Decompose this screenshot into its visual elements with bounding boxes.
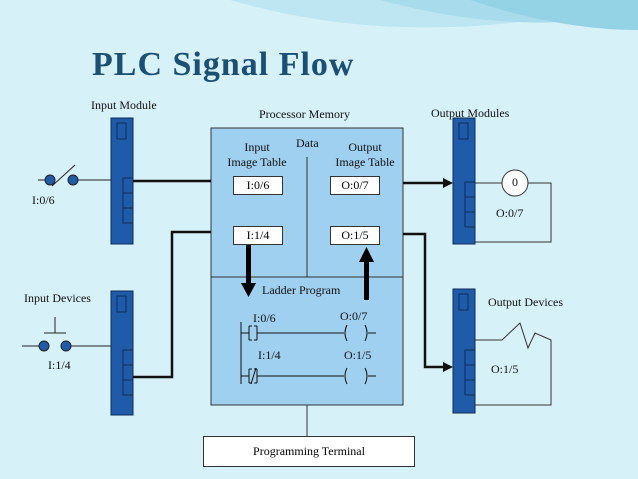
output-module-top — [452, 117, 476, 245]
input-module-top — [110, 117, 134, 245]
output-device-address-o07: O:0/7 — [496, 206, 524, 220]
ladder-contact-i06: I:0/6 — [253, 311, 276, 325]
ladder-coil-o07: O:0/7 — [340, 309, 368, 323]
label-output-image-table-line1: Output — [348, 140, 382, 154]
label-output-modules: Output Modules — [431, 106, 510, 120]
decorative-waves — [230, 0, 638, 30]
output-device-motor — [475, 322, 552, 406]
signal-line-input-bottom — [133, 230, 211, 379]
output-module-bottom — [452, 288, 476, 414]
ladder-rung-1 — [240, 322, 376, 384]
ladder-contact-i14: I:1/4 — [258, 348, 281, 362]
input-module-bottom — [110, 290, 134, 416]
arrow-data-to-ladder — [241, 245, 256, 297]
label-processor-memory: Processor Memory — [259, 107, 350, 121]
output-device-pilot-light — [475, 169, 552, 243]
input-table-cell-i06: I:0/6 — [233, 176, 283, 195]
pilot-light-label: 0 — [512, 175, 518, 189]
label-input-image-table-line1: Input — [244, 140, 270, 154]
output-table-cell-o15: O:1/5 — [330, 226, 380, 245]
arrow-ladder-to-data — [359, 247, 374, 300]
input-device-address-i14: I:1/4 — [48, 358, 71, 372]
arrow-output-bottom — [443, 362, 453, 372]
input-device-address-i06: I:0/6 — [32, 193, 55, 207]
page-title: PLC Signal Flow — [92, 46, 355, 83]
arrow-output-top — [443, 178, 453, 188]
ladder-coil-o15: O:1/5 — [344, 348, 372, 362]
label-input-module: Input Module — [91, 98, 157, 112]
signal-line-output-bottom — [403, 232, 448, 369]
label-data: Data — [296, 136, 319, 150]
output-device-address-o15: O:1/5 — [491, 362, 519, 376]
input-device-switch-i06 — [38, 164, 111, 187]
input-table-cell-i14: I:1/4 — [233, 226, 283, 245]
output-table-cell-o07: O:0/7 — [330, 176, 380, 195]
label-input-devices: Input Devices — [24, 291, 91, 305]
ladder-rung-2 — [241, 367, 376, 385]
label-ladder-program: Ladder Program — [262, 283, 341, 297]
input-device-pushbutton-i14 — [22, 317, 111, 352]
programming-terminal-box: Programming Terminal — [203, 436, 415, 467]
label-input-image-table-line2: Image Table — [227, 155, 287, 169]
label-output-devices: Output Devices — [488, 295, 563, 309]
label-output-image-table-line2: Image Table — [335, 155, 395, 169]
